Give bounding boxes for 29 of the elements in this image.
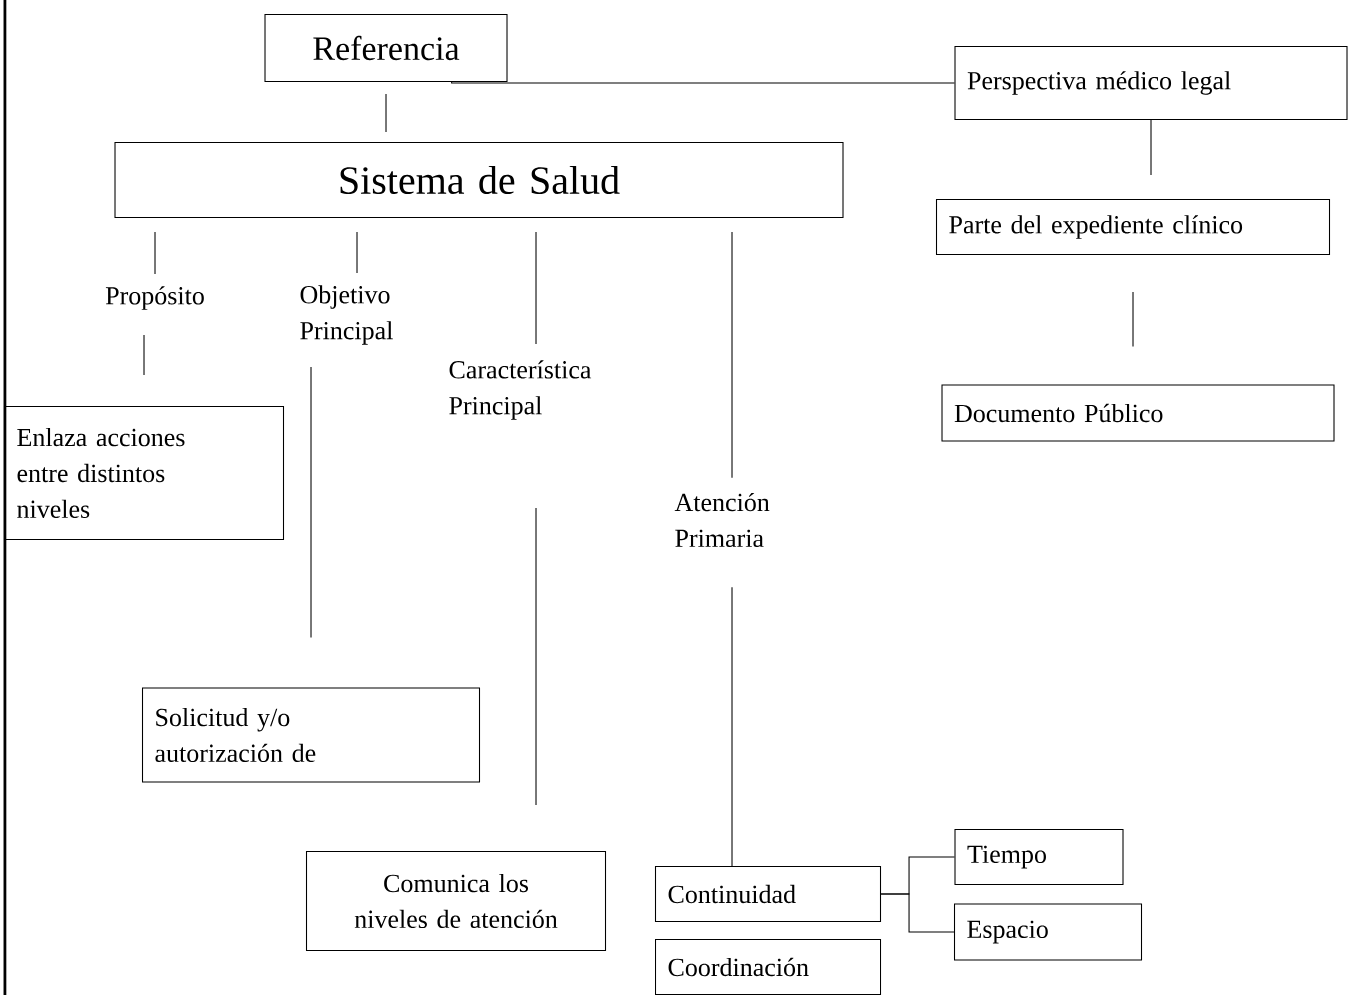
concept-box: Enlaza acciones entre distintos niveles	[3, 405, 285, 541]
concept-box: Documento Público	[941, 384, 1335, 442]
concept-box: Referencia	[264, 13, 508, 83]
connector-line	[535, 231, 537, 345]
connector-line	[154, 231, 156, 275]
concept-label: Objetivo Principal	[300, 285, 393, 345]
connector-line	[1150, 119, 1152, 176]
concept-label: Característica Principal	[449, 360, 592, 420]
concept-box: Tiempo	[954, 828, 1124, 886]
connector-line	[356, 231, 358, 274]
connector-line	[143, 334, 145, 376]
connector-line	[385, 93, 387, 133]
concept-label: Propósito	[105, 286, 204, 310]
concept-box: Comunica los niveles de atención	[305, 850, 607, 952]
concept-box: Coordinación	[654, 938, 882, 995]
concept-box: Solicitud y/o autorización de	[141, 687, 481, 783]
concept-box: Espacio	[953, 903, 1143, 961]
concept-box: Continuidad	[654, 865, 882, 923]
connector-line	[880, 893, 955, 933]
concept-label: Atención Primaria	[674, 492, 770, 548]
connector-line	[731, 231, 733, 479]
concept-box: Sistema de Salud	[114, 141, 844, 219]
connector-line	[535, 507, 537, 806]
concept-box: Perspectiva médico legal	[954, 45, 1348, 121]
connector-line	[310, 366, 312, 638]
connector-line	[731, 586, 733, 867]
connector-line	[451, 81, 955, 84]
concept-box: Parte del expediente clínico	[935, 198, 1331, 256]
connector-line	[1132, 291, 1134, 347]
